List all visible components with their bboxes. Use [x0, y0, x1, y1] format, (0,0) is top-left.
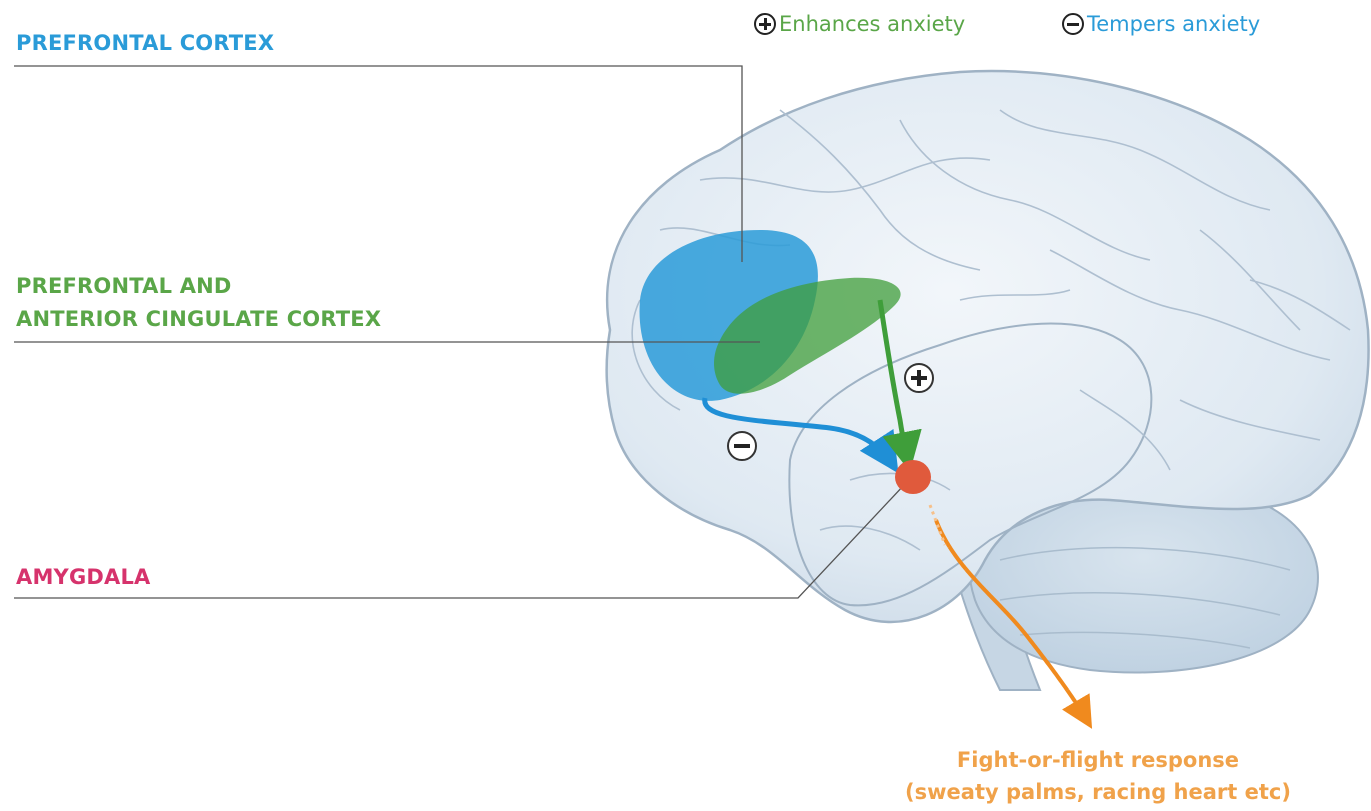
- amygdala-label: AMYGDALA: [16, 561, 151, 593]
- plus-circle-icon: [754, 13, 776, 35]
- legend-tempers-label: Tempers anxiety: [1087, 12, 1260, 36]
- legend-tempers: Tempers anxiety: [1062, 12, 1260, 36]
- minus-circle-icon: [1062, 13, 1084, 35]
- response-label-line2: (sweaty palms, racing heart etc): [848, 776, 1348, 808]
- minus-circle-icon: [728, 432, 756, 460]
- legend-enhances-label: Enhances anxiety: [779, 12, 965, 36]
- acc-label-line2: ANTERIOR CINGULATE CORTEX: [16, 303, 381, 335]
- response-label-line1: Fight-or-flight response: [848, 744, 1348, 776]
- prefrontal-cortex-label: PREFRONTAL CORTEX: [16, 27, 274, 59]
- legend-enhances: Enhances anxiety: [754, 12, 965, 36]
- amygdala-node: [895, 460, 931, 494]
- acc-label-line1: PREFRONTAL AND: [16, 270, 232, 302]
- plus-circle-icon: [905, 364, 933, 392]
